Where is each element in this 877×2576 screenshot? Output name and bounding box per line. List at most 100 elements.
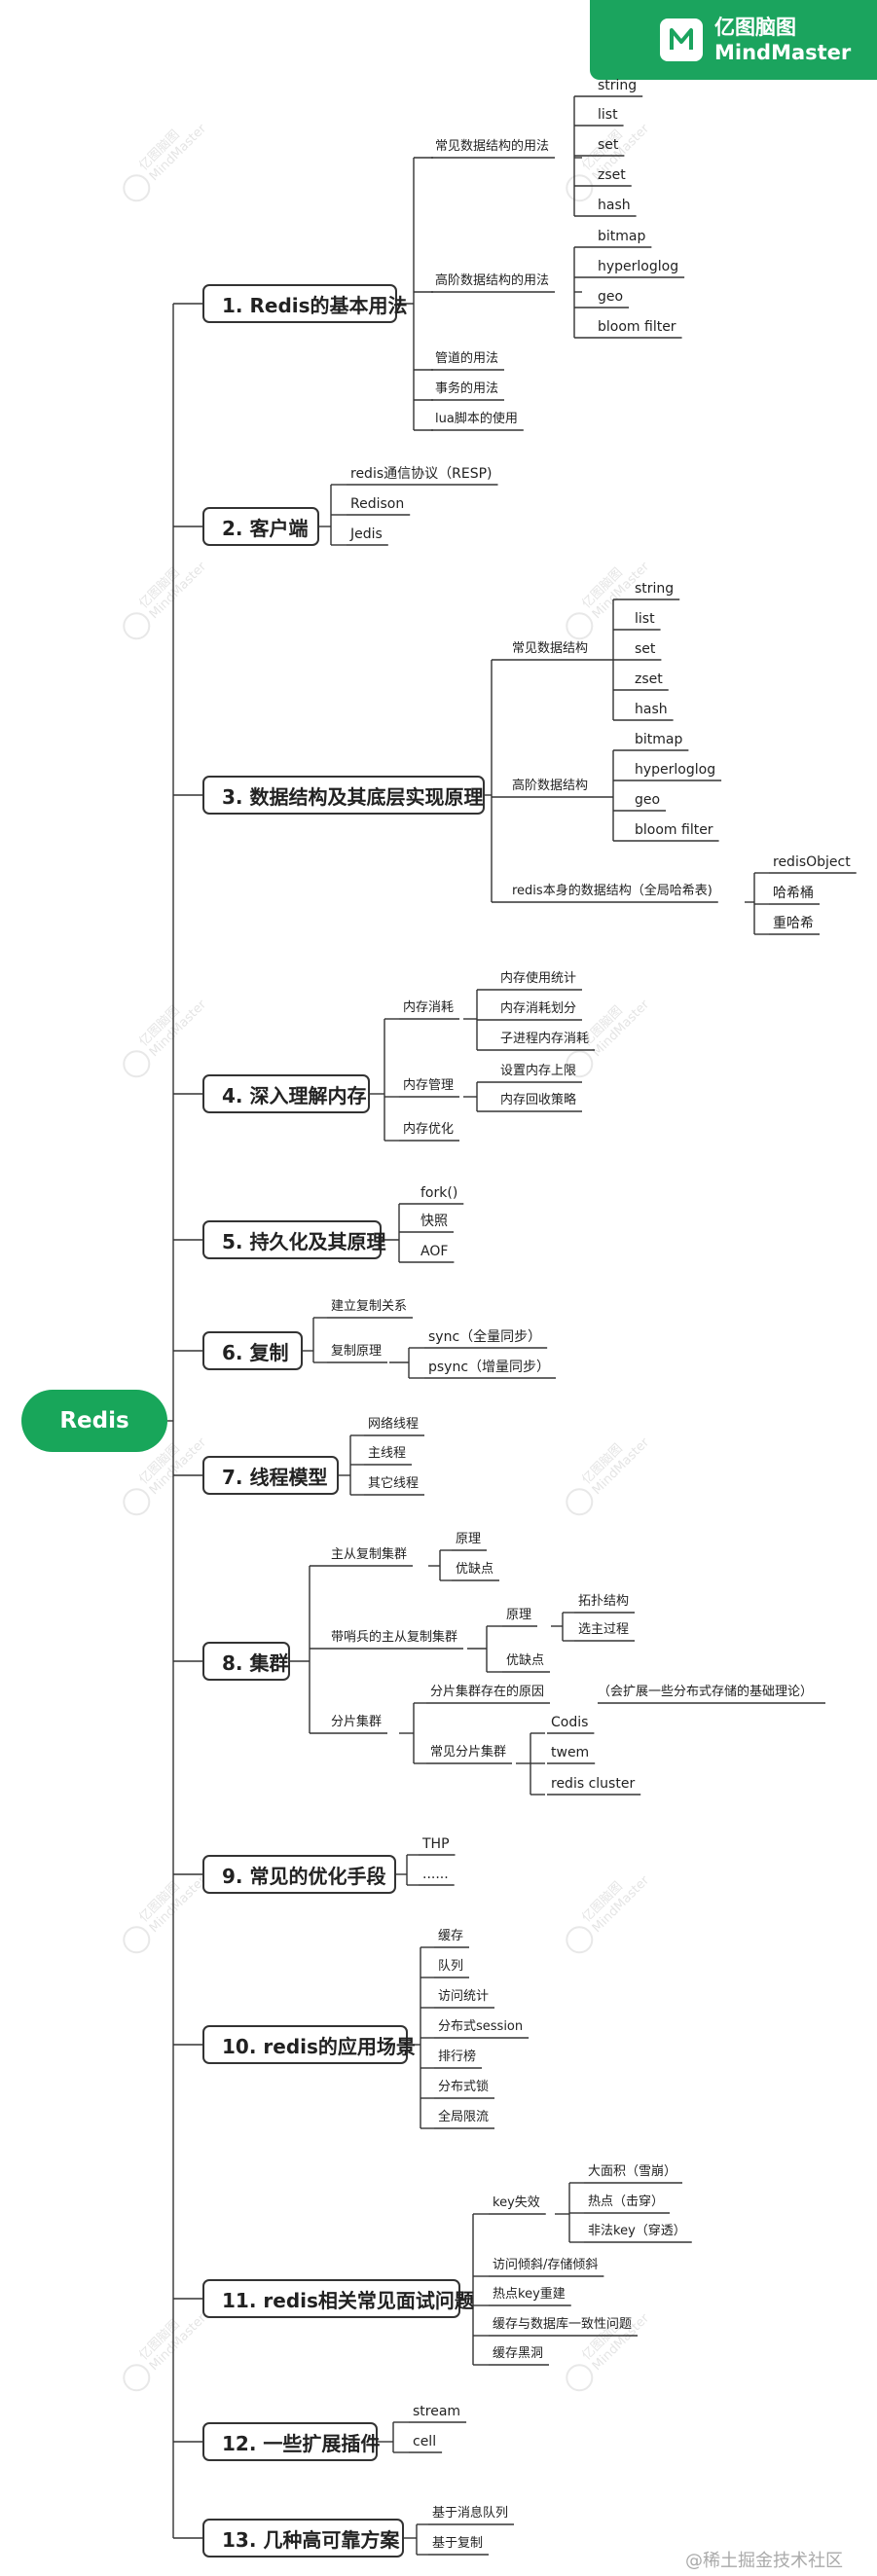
subtopic[interactable]: 分片集群 bbox=[331, 1715, 383, 1729]
leaf-item[interactable]: 重哈希 bbox=[773, 916, 814, 931]
subtopic[interactable]: cell bbox=[413, 2434, 437, 2449]
leaf-item[interactable]: hash bbox=[598, 198, 631, 213]
subtopic[interactable]: Redison bbox=[350, 496, 405, 512]
subtopic[interactable]: 常见数据结构的用法 bbox=[435, 139, 550, 154]
subtopic[interactable]: 访问统计 bbox=[438, 1989, 490, 2004]
subtopic[interactable]: 访问倾斜/存储倾斜 bbox=[493, 2258, 599, 2272]
leaf-item[interactable]: geo bbox=[598, 289, 624, 305]
topic-node-5[interactable]: 5. 持久化及其原理 bbox=[202, 1220, 385, 1259]
leaf-item[interactable]: zset bbox=[635, 671, 663, 687]
subtopic[interactable]: 快照 bbox=[420, 1214, 448, 1229]
subtopic[interactable]: 内存管理 bbox=[403, 1078, 455, 1093]
topic-node-11[interactable]: 11. redis相关常见面试问题 bbox=[202, 2279, 474, 2318]
brand-name-cn: 亿图脑图 bbox=[714, 16, 796, 39]
leaf-item[interactable]: bloom filter bbox=[635, 822, 713, 838]
leaf-item[interactable]: psync（增量同步） bbox=[428, 1360, 551, 1375]
subtopic[interactable]: stream bbox=[413, 2404, 461, 2419]
subtopic[interactable]: lua脚本的使用 bbox=[435, 412, 518, 426]
subtopic[interactable]: 热点key重建 bbox=[493, 2287, 566, 2302]
leaf-item[interactable]: list bbox=[635, 611, 655, 627]
leaf-item[interactable]: 内存消耗划分 bbox=[500, 1001, 577, 1016]
topic-node-8[interactable]: 8. 集群 bbox=[202, 1642, 290, 1681]
subtopic[interactable]: 事务的用法 bbox=[435, 381, 499, 396]
topic-node-9[interactable]: 9. 常见的优化手段 bbox=[202, 1855, 396, 1894]
leaf-item[interactable]: 内存回收策略 bbox=[500, 1093, 577, 1107]
leaf-item[interactable]: string bbox=[598, 78, 638, 93]
leaf-item[interactable]: set bbox=[635, 641, 656, 657]
topic-node-4[interactable]: 4. 深入理解内存 bbox=[202, 1074, 370, 1113]
subtopic[interactable]: ...... bbox=[422, 1867, 449, 1882]
subtopic[interactable]: 主线程 bbox=[368, 1446, 407, 1461]
leaf-item[interactable]: 设置内存上限 bbox=[500, 1064, 577, 1078]
subtopic[interactable]: 网络线程 bbox=[368, 1417, 420, 1432]
subtopic[interactable]: AOF bbox=[420, 1244, 449, 1259]
leaf-item[interactable]: 热点（击穿） bbox=[588, 2195, 665, 2209]
subtopic[interactable]: 基于消息队列 bbox=[432, 2506, 509, 2521]
topic-node-13[interactable]: 13. 几种高可靠方案 bbox=[202, 2519, 404, 2558]
topic-node-2[interactable]: 2. 客户端 bbox=[202, 507, 319, 546]
subtopic[interactable]: THP bbox=[422, 1836, 450, 1852]
leaf-item[interactable]: 优缺点 bbox=[456, 1562, 494, 1577]
leaf-item[interactable]: 分片集群存在的原因 bbox=[430, 1685, 545, 1699]
subtopic[interactable]: 排行榜 bbox=[438, 2050, 477, 2064]
leaf-item[interactable]: Codis bbox=[551, 1715, 589, 1730]
leaf-item[interactable]: hyperloglog bbox=[598, 259, 679, 274]
topic-node-1[interactable]: 1. Redis的基本用法 bbox=[202, 284, 408, 323]
topic-node-12[interactable]: 12. 一些扩展插件 bbox=[202, 2422, 380, 2461]
topic-node-6[interactable]: 6. 复制 bbox=[202, 1331, 303, 1370]
subtopic[interactable]: Jedis bbox=[350, 526, 383, 542]
leaf-item[interactable]: string bbox=[635, 581, 675, 597]
subtopic[interactable]: 分布式锁 bbox=[438, 2080, 490, 2094]
leaf-item[interactable]: 内存使用统计 bbox=[500, 971, 577, 986]
leaf-item[interactable]: 拓扑结构 bbox=[578, 1594, 630, 1609]
root-node[interactable]: Redis bbox=[21, 1390, 167, 1452]
topic-node-7[interactable]: 7. 线程模型 bbox=[202, 1456, 339, 1495]
subtopic[interactable]: 建立复制关系 bbox=[331, 1299, 408, 1314]
leaf-item[interactable]: 常见分片集群 bbox=[430, 1745, 507, 1760]
leaf-item[interactable]: hash bbox=[635, 702, 668, 717]
leaf-item[interactable]: 大面积（雪崩） bbox=[588, 2164, 677, 2179]
subtopic[interactable]: redis本身的数据结构（全局哈希表) bbox=[512, 884, 713, 898]
leaf-item[interactable]: list bbox=[598, 107, 618, 123]
leaf-item[interactable]: bloom filter bbox=[598, 319, 676, 335]
subtopic[interactable]: redis通信协议（RESP) bbox=[350, 466, 493, 482]
subtopic[interactable]: 分布式session bbox=[438, 2019, 524, 2034]
leaf-item[interactable]: redis cluster bbox=[551, 1776, 636, 1792]
subtopic[interactable]: 带哨兵的主从复制集群 bbox=[331, 1630, 458, 1645]
topic-node-10[interactable]: 10. redis的应用场景 bbox=[202, 2025, 416, 2064]
subtopic[interactable]: fork() bbox=[420, 1185, 458, 1201]
leaf-item[interactable]: set bbox=[598, 137, 619, 153]
leaf-item[interactable]: geo bbox=[635, 792, 661, 808]
leaf-item[interactable]: 原理 bbox=[456, 1532, 482, 1546]
subtopic[interactable]: 基于复制 bbox=[432, 2536, 484, 2551]
subtopic[interactable]: 缓存 bbox=[438, 1929, 464, 1943]
subtopic[interactable]: 高阶数据结构 bbox=[512, 779, 589, 793]
leaf-item[interactable]: 选主过程 bbox=[578, 1622, 630, 1637]
leaf-item[interactable]: twem bbox=[551, 1745, 590, 1760]
subtopic[interactable]: 缓存与数据库一致性问题 bbox=[493, 2317, 633, 2332]
leaf-item[interactable]: 优缺点 bbox=[506, 1653, 545, 1668]
leaf-item[interactable]: 子进程内存消耗 bbox=[500, 1032, 590, 1046]
subtopic[interactable]: 缓存黑洞 bbox=[493, 2346, 544, 2361]
subtopic[interactable]: key失效 bbox=[493, 2195, 540, 2210]
subtopic[interactable]: 主从复制集群 bbox=[331, 1547, 408, 1562]
leaf-item[interactable]: 非法key（穿透） bbox=[588, 2224, 686, 2238]
leaf-item[interactable]: 原理 bbox=[506, 1608, 532, 1622]
subtopic[interactable]: 内存消耗 bbox=[403, 1000, 455, 1015]
topic-node-3[interactable]: 3. 数据结构及其底层实现原理 bbox=[202, 776, 485, 815]
leaf-item[interactable]: bitmap bbox=[598, 229, 646, 244]
leaf-item[interactable]: redisObject bbox=[773, 854, 851, 870]
subtopic[interactable]: 复制原理 bbox=[331, 1344, 383, 1359]
leaf-item[interactable]: 哈希桶 bbox=[773, 886, 814, 901]
leaf-item[interactable]: bitmap bbox=[635, 732, 683, 747]
leaf-item[interactable]: hyperloglog bbox=[635, 762, 716, 778]
subtopic[interactable]: 管道的用法 bbox=[435, 351, 499, 366]
subtopic[interactable]: 其它线程 bbox=[368, 1476, 420, 1491]
subtopic[interactable]: 常见数据结构 bbox=[512, 641, 589, 656]
subtopic[interactable]: 全局限流 bbox=[438, 2110, 490, 2124]
leaf-item[interactable]: zset bbox=[598, 167, 626, 183]
subtopic[interactable]: 内存优化 bbox=[403, 1122, 455, 1137]
leaf-item[interactable]: sync（全量同步） bbox=[428, 1329, 542, 1345]
subtopic[interactable]: 队列 bbox=[438, 1959, 464, 1974]
subtopic[interactable]: 高阶数据结构的用法 bbox=[435, 273, 550, 288]
